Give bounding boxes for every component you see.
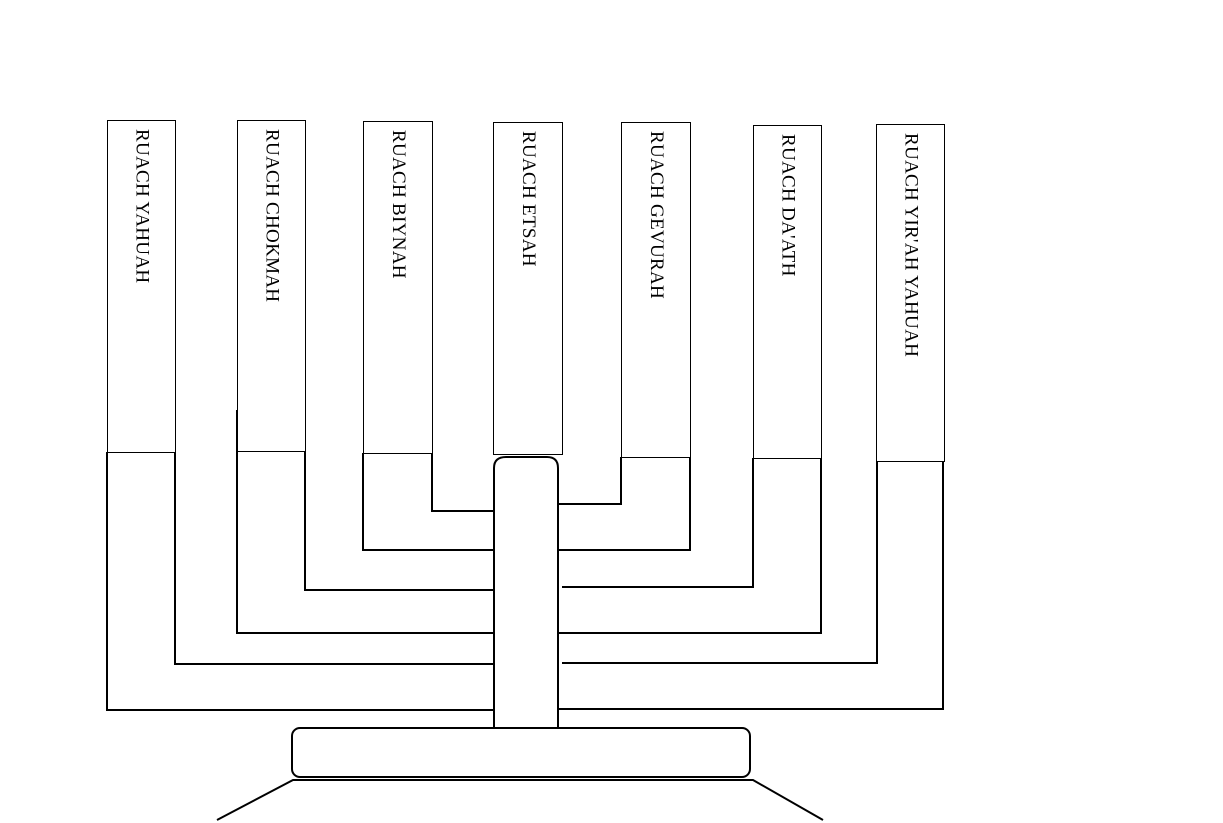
branch-6-inner [562,458,754,588]
branch-label: RUACH CHOKMAH [261,129,283,303]
branch-box-4: RUACH ETSAH [493,122,563,455]
branch-1-outer [106,452,494,711]
branch-box-7: RUACH YIR'AH YAHUAH [876,124,945,462]
branch-box-6: RUACH DA'ATH [753,125,822,459]
branch-3-outer [362,453,494,551]
base-foot [216,779,824,821]
branch-box-5: RUACH GEVURAH [621,122,691,458]
branch-label: RUACH BIYNAH [388,130,409,279]
branch-label: RUACH ETSAH [518,131,539,267]
branch-3-inner [431,453,494,512]
branch-2-outer [236,410,494,634]
branch-label: RUACH DA'ATH [777,134,799,277]
branch-2-inner [304,451,494,591]
branch-box-2: RUACH CHOKMAH [237,120,306,452]
branch-box-3: RUACH BIYNAH [363,121,433,454]
central-stem [493,456,559,728]
branch-7-inner [562,461,878,664]
branch-label: RUACH YIR'AH YAHUAH [900,133,922,358]
branch-6-outer [558,458,822,634]
branch-label: RUACH GEVURAH [646,131,667,300]
base-plate [291,727,751,778]
branch-5-inner [558,457,622,505]
branch-box-1: RUACH YAHUAH [107,120,176,453]
branch-1-inner [174,452,494,665]
branch-5-outer [558,457,691,551]
branch-7-outer [558,461,944,710]
branch-label: RUACH YAHUAH [131,129,153,284]
